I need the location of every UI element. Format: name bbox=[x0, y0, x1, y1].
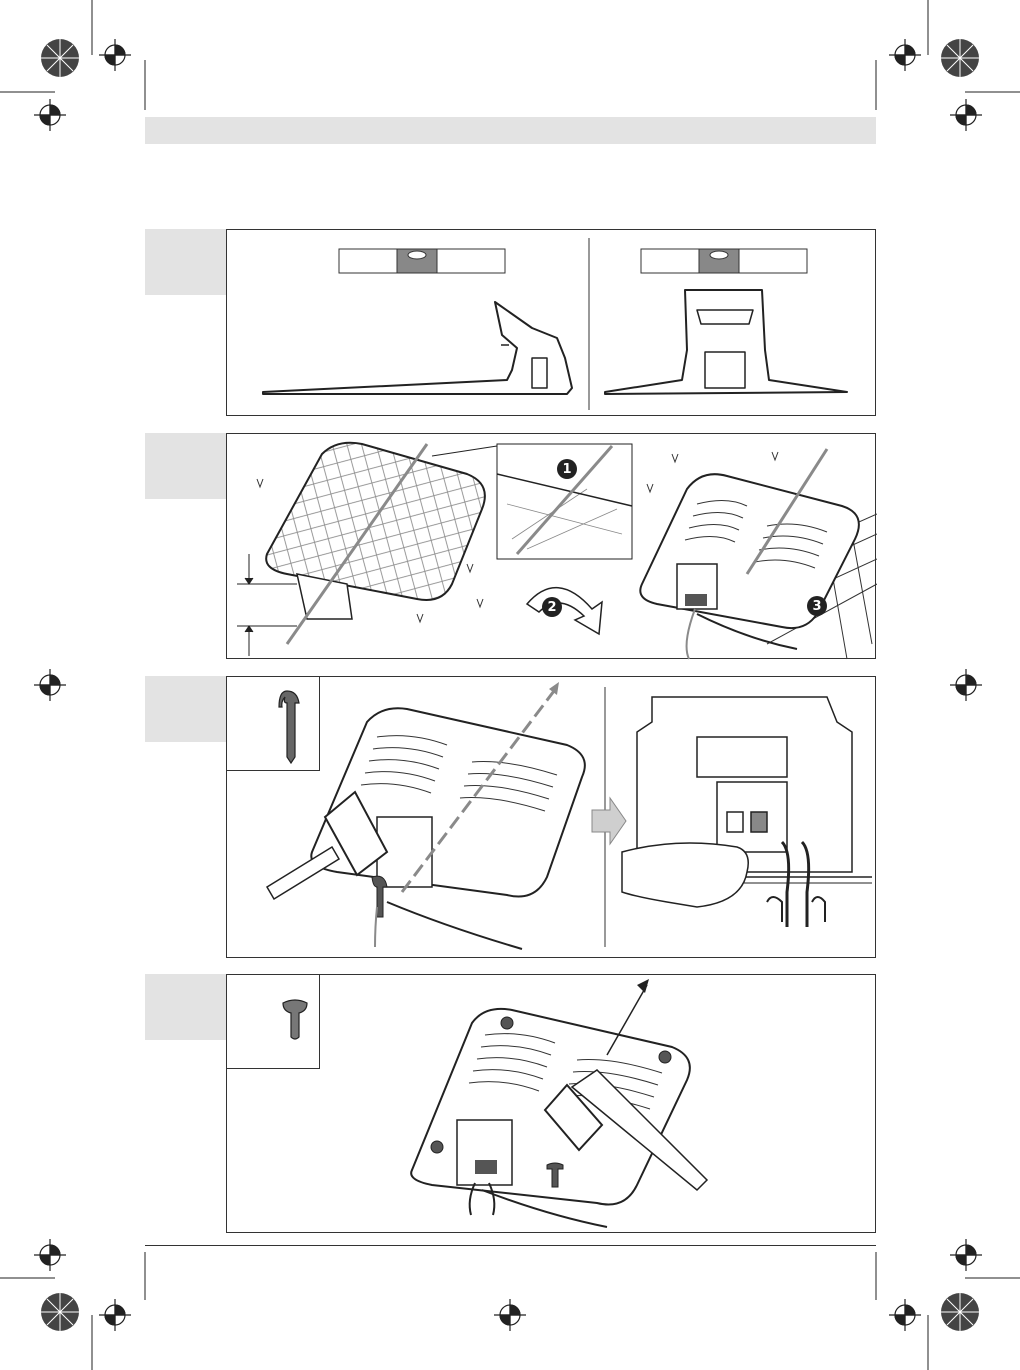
callout-1: 1 bbox=[557, 459, 577, 479]
step-tab-4 bbox=[145, 974, 226, 1040]
spirit-level-icon bbox=[641, 249, 807, 273]
station-placement-illustration bbox=[227, 434, 877, 660]
step-4-panel bbox=[226, 974, 876, 1233]
step-2-panel: 1 2 3 bbox=[226, 433, 876, 659]
callout-3: 3 bbox=[807, 596, 827, 616]
station-level-illustration bbox=[227, 230, 877, 417]
step-tab-1 bbox=[145, 229, 226, 295]
rotate-arrow-icon bbox=[527, 588, 602, 634]
peg-and-plug-illustration bbox=[227, 677, 877, 959]
step-tab-3 bbox=[145, 676, 226, 742]
step-1-panel bbox=[226, 229, 876, 416]
screw-anchoring-illustration bbox=[227, 975, 877, 1234]
spirit-level-icon bbox=[339, 249, 505, 273]
callout-2: 2 bbox=[542, 597, 562, 617]
step-tab-2 bbox=[145, 433, 226, 499]
footer-rule bbox=[145, 1245, 876, 1246]
arrow-right-icon bbox=[592, 798, 626, 844]
step-3-panel bbox=[226, 676, 876, 958]
